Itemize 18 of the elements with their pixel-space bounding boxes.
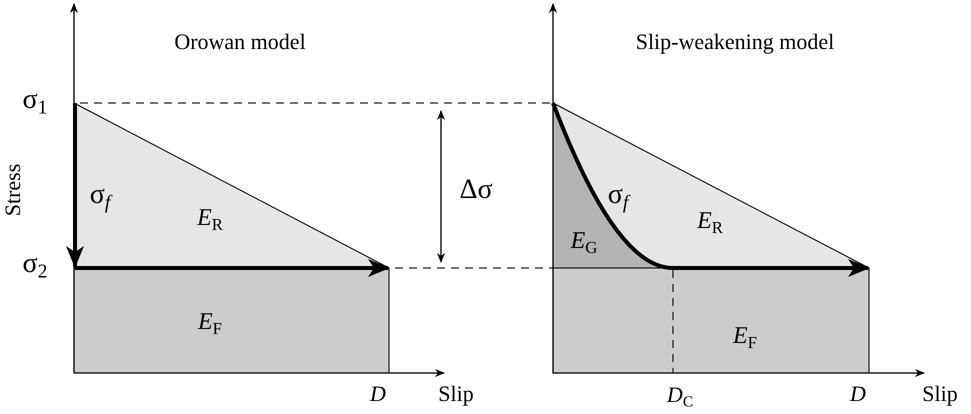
dimension-label: Δσ [459,176,493,204]
area-label: E$_{F}$ [733,324,757,352]
panel-title: Orowan model [174,31,306,53]
area-label: E$_{G}$ [570,229,598,257]
area-label: E$_{R}$ [197,206,223,234]
axis-label: Stress [2,164,24,216]
axis-tick-label: D [370,383,386,405]
panel-title: Slip-weakening model [636,31,834,53]
axis-tick-label: D$_{C}$ [666,384,694,410]
curve-label: σ$_{f}$ [90,180,110,214]
curve-label: σ$_{f}$ [608,180,628,214]
axis-label: Slip [438,383,474,405]
axis-tick-label: σ$_{1}$ [22,86,48,118]
axis-tick-label: D [850,383,866,405]
axis-tick-label: σ$_{2}$ [22,250,48,282]
area-label: E$_{R}$ [697,209,723,237]
area-label: E$_{F}$ [198,310,222,338]
axis-label: Slip [922,383,958,405]
